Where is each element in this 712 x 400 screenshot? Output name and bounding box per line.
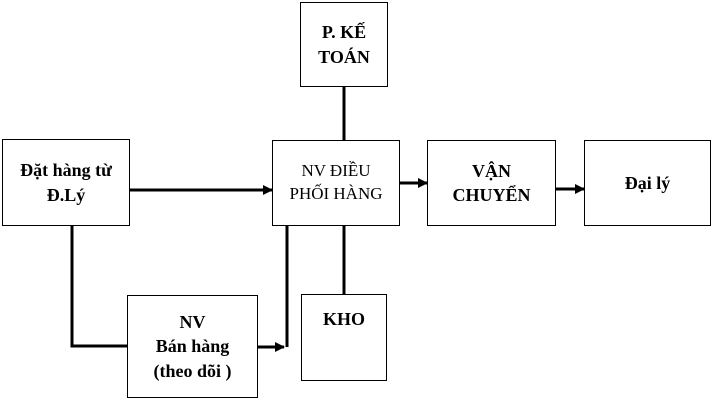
node-dai-ly-line-1: Đại lý: [624, 172, 671, 193]
node-dat-hang-line-2: Đ.Lý: [46, 184, 86, 205]
node-dat-hang: Đặt hàng từ Đ.Lý: [2, 139, 130, 226]
node-nv-dieu-phoi-line-2: PHỐI HÀNG: [289, 184, 383, 203]
node-nv-ban-hang-line-3: (theo dõi ): [153, 360, 232, 381]
node-nv-ban-hang-line-1: NV: [179, 312, 206, 333]
node-van-chuyen-line-1: VẬN: [472, 160, 511, 181]
node-kho-line-1: KHO: [322, 309, 365, 329]
node-dai-ly: Đại lý: [584, 140, 711, 226]
node-dat-hang-line-1: Đặt hàng từ: [20, 160, 112, 181]
node-nv-ban-hang: NV Bán hàng (theo dõi ): [127, 295, 258, 398]
node-ke-toan-line-2: TOÁN: [318, 46, 370, 67]
node-van-chuyen-line-2: CHUYỂN: [452, 185, 531, 205]
node-nv-dieu-phoi-line-1: NV ĐIỀU: [301, 161, 371, 181]
node-nv-dieu-phoi: NV ĐIỀU PHỐI HÀNG: [272, 140, 400, 226]
node-nv-ban-hang-line-2: Bán hàng: [155, 336, 230, 357]
edge-dathang-to-banhang: [70, 226, 128, 348]
node-ke-toan: P. KẾ TOÁN: [300, 2, 388, 87]
node-ke-toan-line-1: P. KẾ: [321, 22, 367, 43]
node-van-chuyen: VẬN CHUYỂN: [427, 140, 556, 226]
node-kho: KHO: [301, 294, 387, 381]
